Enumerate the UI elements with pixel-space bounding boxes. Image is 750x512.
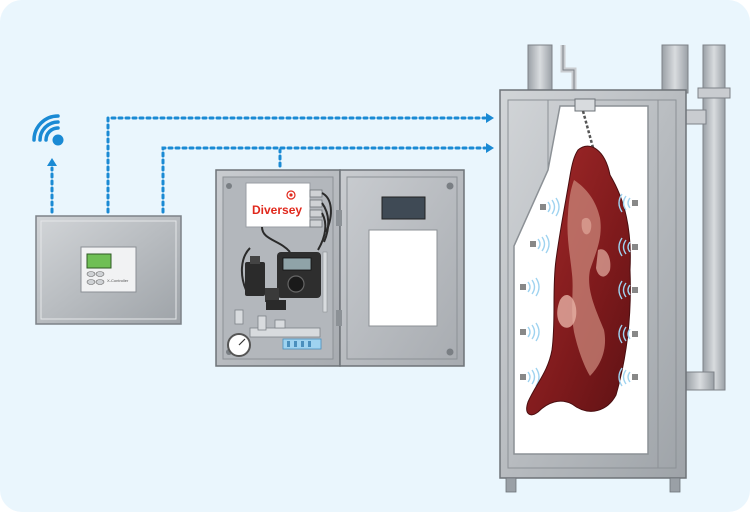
controller-to-chamber-line-2 bbox=[161, 146, 487, 214]
door-lock-icon bbox=[446, 182, 454, 190]
nozzle-left-2 bbox=[530, 234, 550, 254]
nozzle-left-4 bbox=[520, 322, 540, 342]
chill-chamber bbox=[499, 44, 731, 493]
pump-dial bbox=[287, 275, 305, 293]
nozzle-right-4 bbox=[618, 324, 638, 344]
carcass bbox=[526, 145, 631, 416]
duct-elbow bbox=[685, 371, 715, 391]
controller-unit: X-Controller bbox=[35, 215, 182, 325]
arrow-up-icon bbox=[47, 158, 57, 166]
dosing-pump bbox=[265, 252, 321, 310]
pressure-gauge bbox=[227, 309, 251, 357]
chamber-leg bbox=[669, 477, 681, 493]
wifi-icon bbox=[32, 114, 64, 146]
signal-arrows bbox=[47, 113, 494, 166]
nozzle-right-5 bbox=[618, 367, 638, 387]
controller-display bbox=[86, 253, 112, 269]
door-label-plate bbox=[368, 229, 438, 327]
nozzle-right-2 bbox=[618, 237, 638, 257]
nozzle-right-1 bbox=[618, 193, 638, 213]
brand-panel bbox=[245, 182, 311, 228]
arrow-right-icon bbox=[486, 143, 494, 153]
exhaust-stack bbox=[661, 44, 689, 94]
nozzle-left-3 bbox=[520, 277, 540, 297]
nozzle-right-3 bbox=[618, 280, 638, 300]
brand-logo-text: Diversey bbox=[252, 203, 302, 217]
cables bbox=[240, 192, 332, 291]
pump-display bbox=[282, 257, 312, 271]
signal-lines bbox=[50, 116, 487, 214]
controller-to-chamber-line bbox=[106, 116, 487, 214]
diversey-logo-icon bbox=[286, 190, 296, 200]
solenoid-valve bbox=[245, 262, 265, 296]
door-lock-icon bbox=[446, 348, 454, 356]
spray-nozzles-right bbox=[618, 193, 638, 387]
carcass-fat bbox=[567, 180, 606, 376]
dosing-cabinet: Diversey bbox=[215, 169, 465, 367]
controller-brand-label: X-Controller bbox=[107, 278, 129, 283]
piping bbox=[249, 315, 321, 338]
door-window bbox=[381, 196, 426, 220]
nozzle-left-1 bbox=[540, 197, 560, 217]
controller-buttons bbox=[86, 271, 105, 285]
chamber-leg bbox=[505, 477, 517, 493]
exhaust-stack bbox=[527, 44, 553, 94]
arrow-right-icon bbox=[486, 113, 494, 123]
rail-trolley bbox=[574, 98, 596, 112]
